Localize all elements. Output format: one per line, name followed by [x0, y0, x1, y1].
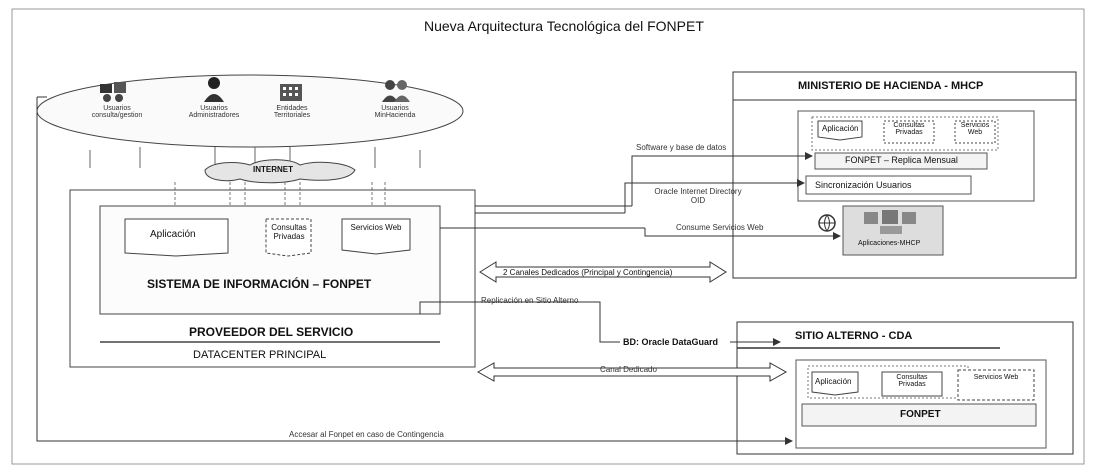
sistema-label: SISTEMA DE INFORMACIÓN – FONPET	[147, 277, 372, 291]
proveedor-label: PROVEEDOR DEL SERVICIO	[189, 325, 354, 339]
servicios-label: Servicios Web	[350, 223, 402, 232]
mhcp-replica-label: FONPET – Replica Mensual	[845, 155, 958, 165]
cda-consultas-label: Consultas Privadas	[896, 374, 928, 388]
user-minhacienda-label: Usuarios MinHacienda	[374, 105, 416, 119]
mhcp-connectors	[440, 152, 841, 240]
consume-link-label: Consume Servicios Web	[676, 223, 764, 232]
outer-frame	[11, 8, 1085, 465]
mhcp-box	[732, 71, 1077, 279]
user-admin-label: Usuarios Administradores	[188, 105, 240, 119]
mhcp-app-label: Aplicación	[822, 124, 859, 133]
app-doc-shape	[124, 218, 229, 257]
user-consulta-label: Usuarios consulta/gestion	[91, 105, 143, 119]
cda-box	[736, 321, 1074, 455]
replicacion-link-label: Replicación en Sitio Alterno	[481, 296, 579, 305]
internet-label: INTERNET	[253, 165, 293, 174]
cda-title: SITIO ALTERNO - CDA	[795, 330, 913, 342]
contingency-line	[36, 97, 793, 445]
mhcp-title: MINISTERIO DE HACIENDA - MHCP	[798, 80, 984, 92]
globe-icon	[818, 214, 836, 232]
mhcp-apps-icon	[864, 210, 916, 234]
dataguard-link-label: BD: Oracle DataGuard	[623, 337, 719, 347]
servicios-doc-shape	[341, 218, 411, 255]
cda-fonpet-bar	[801, 403, 1037, 427]
app-label: Aplicación	[150, 229, 196, 240]
cda-inner-box	[795, 359, 1047, 449]
mhcp-sincronizacion-label: Sincronización Usuarios	[815, 180, 912, 190]
admin-user-icon	[204, 77, 224, 102]
canal-dedicado-arrow	[476, 362, 788, 382]
consultas-label: Consultas Privadas	[271, 223, 307, 241]
territorial-building-icon	[280, 84, 302, 101]
cda-app-label: Aplicación	[815, 377, 852, 386]
canales-link-label: 2 Canales Dedicados (Principal y Conting…	[503, 268, 673, 277]
software-link-label: Software y base de datos	[636, 143, 727, 152]
cda-servicios-label: Servicios Web	[973, 374, 1019, 381]
users-consulta-icon	[100, 82, 126, 102]
user-territorial-label: Entidades Territoriales	[273, 105, 311, 119]
canales-dedicados-arrow	[479, 261, 727, 283]
minhacienda-users-icon	[382, 80, 410, 102]
cda-fonpet-label: FONPET	[900, 409, 941, 420]
mhcp-consultas-label: Consultas Privadas	[893, 122, 925, 136]
diagram-title: Nueva Arquitectura Tecnológica del FONPE…	[424, 18, 704, 34]
internet-cloud	[204, 159, 356, 184]
consultas-doc-shape	[265, 218, 312, 257]
canal-link-label: Canal Dedicado	[600, 365, 657, 374]
datacenter-label: DATACENTER PRINCIPAL	[193, 349, 327, 361]
mhcp-servicios-label: Servicios Web	[960, 122, 990, 136]
mhcp-apps-label: Aplicaciones-MHCP	[858, 240, 921, 247]
contingencia-link-label: Accesar al Fonpet en caso de Contingenci…	[289, 430, 444, 439]
oracle-oid-link-label: Oracle Internet Directory OID	[654, 187, 742, 205]
datacenter-box	[69, 189, 476, 368]
